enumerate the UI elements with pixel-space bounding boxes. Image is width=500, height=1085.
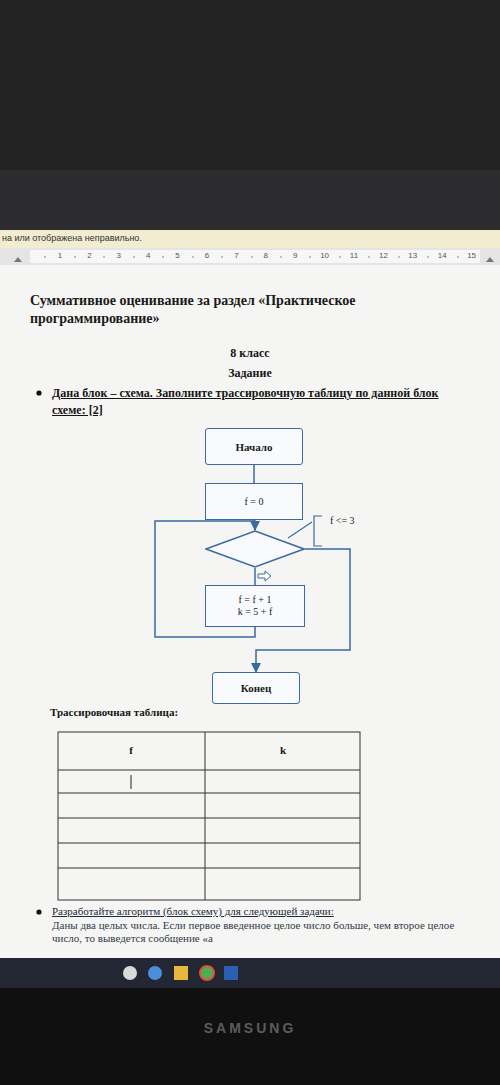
ruler-tick: [134, 256, 135, 258]
ruler-tick: [399, 256, 400, 258]
indent-marker: [486, 257, 494, 262]
taskbar-icon: [200, 966, 214, 980]
brand-logo: SAMSUNG: [204, 1020, 297, 1037]
ruler-number: 3: [117, 251, 121, 261]
ruler-number: 14: [438, 251, 447, 261]
monitor-bezel: [0, 988, 500, 1085]
decision-outline: [205, 530, 305, 568]
ruler-number: 12: [379, 251, 388, 261]
taskbar: [0, 958, 500, 988]
node-text: f = 0: [245, 496, 264, 508]
ruler-ticks: [45, 256, 458, 258]
monitor-dark-area: [0, 0, 500, 230]
taskbar-icon: [224, 966, 238, 980]
bullet: [36, 390, 41, 395]
cursor-arrow-symbol: [258, 571, 271, 581]
monitor-shade: [0, 170, 500, 230]
node-text: Начало: [235, 441, 272, 453]
ruler-tick: [104, 256, 105, 258]
ruler-number: 9: [293, 251, 297, 261]
ruler-number: 5: [175, 251, 179, 261]
task-text: Дана блок – схема. Заполните трассировоч…: [52, 385, 472, 419]
document-page: [0, 265, 500, 958]
taskbar-icon: [174, 966, 188, 980]
task-body: Даны два целых числа. Если первое введен…: [52, 919, 472, 945]
class-heading: 8 класс: [230, 346, 269, 360]
ruler-tick: [193, 256, 194, 258]
node-text: f = f + 1: [239, 594, 272, 606]
table-caption: Трассировочная таблица:: [50, 706, 178, 719]
table-row-line: [58, 793, 360, 794]
ruler-number: 10: [320, 251, 329, 261]
flow-connector: [254, 520, 255, 530]
ruler-tick: [222, 256, 223, 258]
ruler-number: 15: [467, 251, 476, 261]
comment-bracket: [314, 516, 322, 546]
info-bar: [0, 230, 500, 248]
ruler-tick: [163, 256, 164, 258]
table-row-line: [58, 818, 360, 819]
ruler-tick: [458, 256, 459, 258]
flow-connector: [253, 465, 255, 483]
ruler-tick: [340, 256, 341, 258]
ruler-number: 8: [264, 251, 268, 261]
decision-shape: [206, 531, 304, 567]
indent-marker: [14, 257, 22, 262]
task-heading: Задание: [228, 366, 272, 380]
ruler-tick: [281, 256, 282, 258]
end-terminal: Конец: [212, 672, 300, 704]
taskbar-icon: [123, 966, 137, 980]
ruler-tick: [428, 256, 429, 258]
table-border: [58, 732, 360, 900]
taskbar-icon: [148, 966, 162, 980]
ruler-tick: [45, 256, 46, 258]
trace-table: [58, 732, 360, 900]
ruler-number: 2: [87, 251, 91, 261]
node-text: Конец: [241, 682, 272, 694]
task-text: Разработайте алгоритм (блок схему) для с…: [52, 905, 482, 918]
ruler-number: 11: [350, 251, 358, 261]
ruler-strip: [30, 250, 480, 263]
node-text: k = 5 + f: [238, 606, 273, 618]
table-row-line: [58, 868, 360, 869]
ruler-number: 13: [408, 251, 417, 261]
ruler-number: 4: [146, 251, 150, 261]
table-header-cell: k: [280, 744, 286, 757]
info-bar-text: на или отображена неправильно.: [2, 233, 142, 244]
start-terminal: Начало: [205, 428, 303, 465]
ruler-number: 7: [234, 251, 238, 261]
decision-diamond: f <= 3: [205, 530, 305, 568]
flow-connector: [254, 568, 256, 585]
document-title: Суммативное оценивание за раздел «Практи…: [30, 292, 410, 328]
table-column-line: [205, 732, 206, 900]
ruler-tick: [75, 256, 76, 258]
table-row-line: [58, 770, 360, 771]
ruler-tick: [369, 256, 370, 258]
table-header-cell: f: [129, 744, 133, 757]
process-box: f = 0: [205, 483, 303, 520]
comment-leader: [288, 522, 312, 538]
table-row-line: [58, 843, 360, 844]
ruler-tick: [252, 256, 253, 258]
condition-comment: f <= 3: [330, 515, 355, 527]
bullet: [36, 909, 41, 914]
ruler-band: [0, 248, 500, 265]
ruler-tick: [310, 256, 311, 258]
text-cursor: [131, 775, 132, 789]
process-box: f = f + 1k = 5 + f: [205, 585, 305, 627]
ruler-number: 6: [205, 251, 209, 261]
ruler-number: 1: [58, 251, 62, 261]
